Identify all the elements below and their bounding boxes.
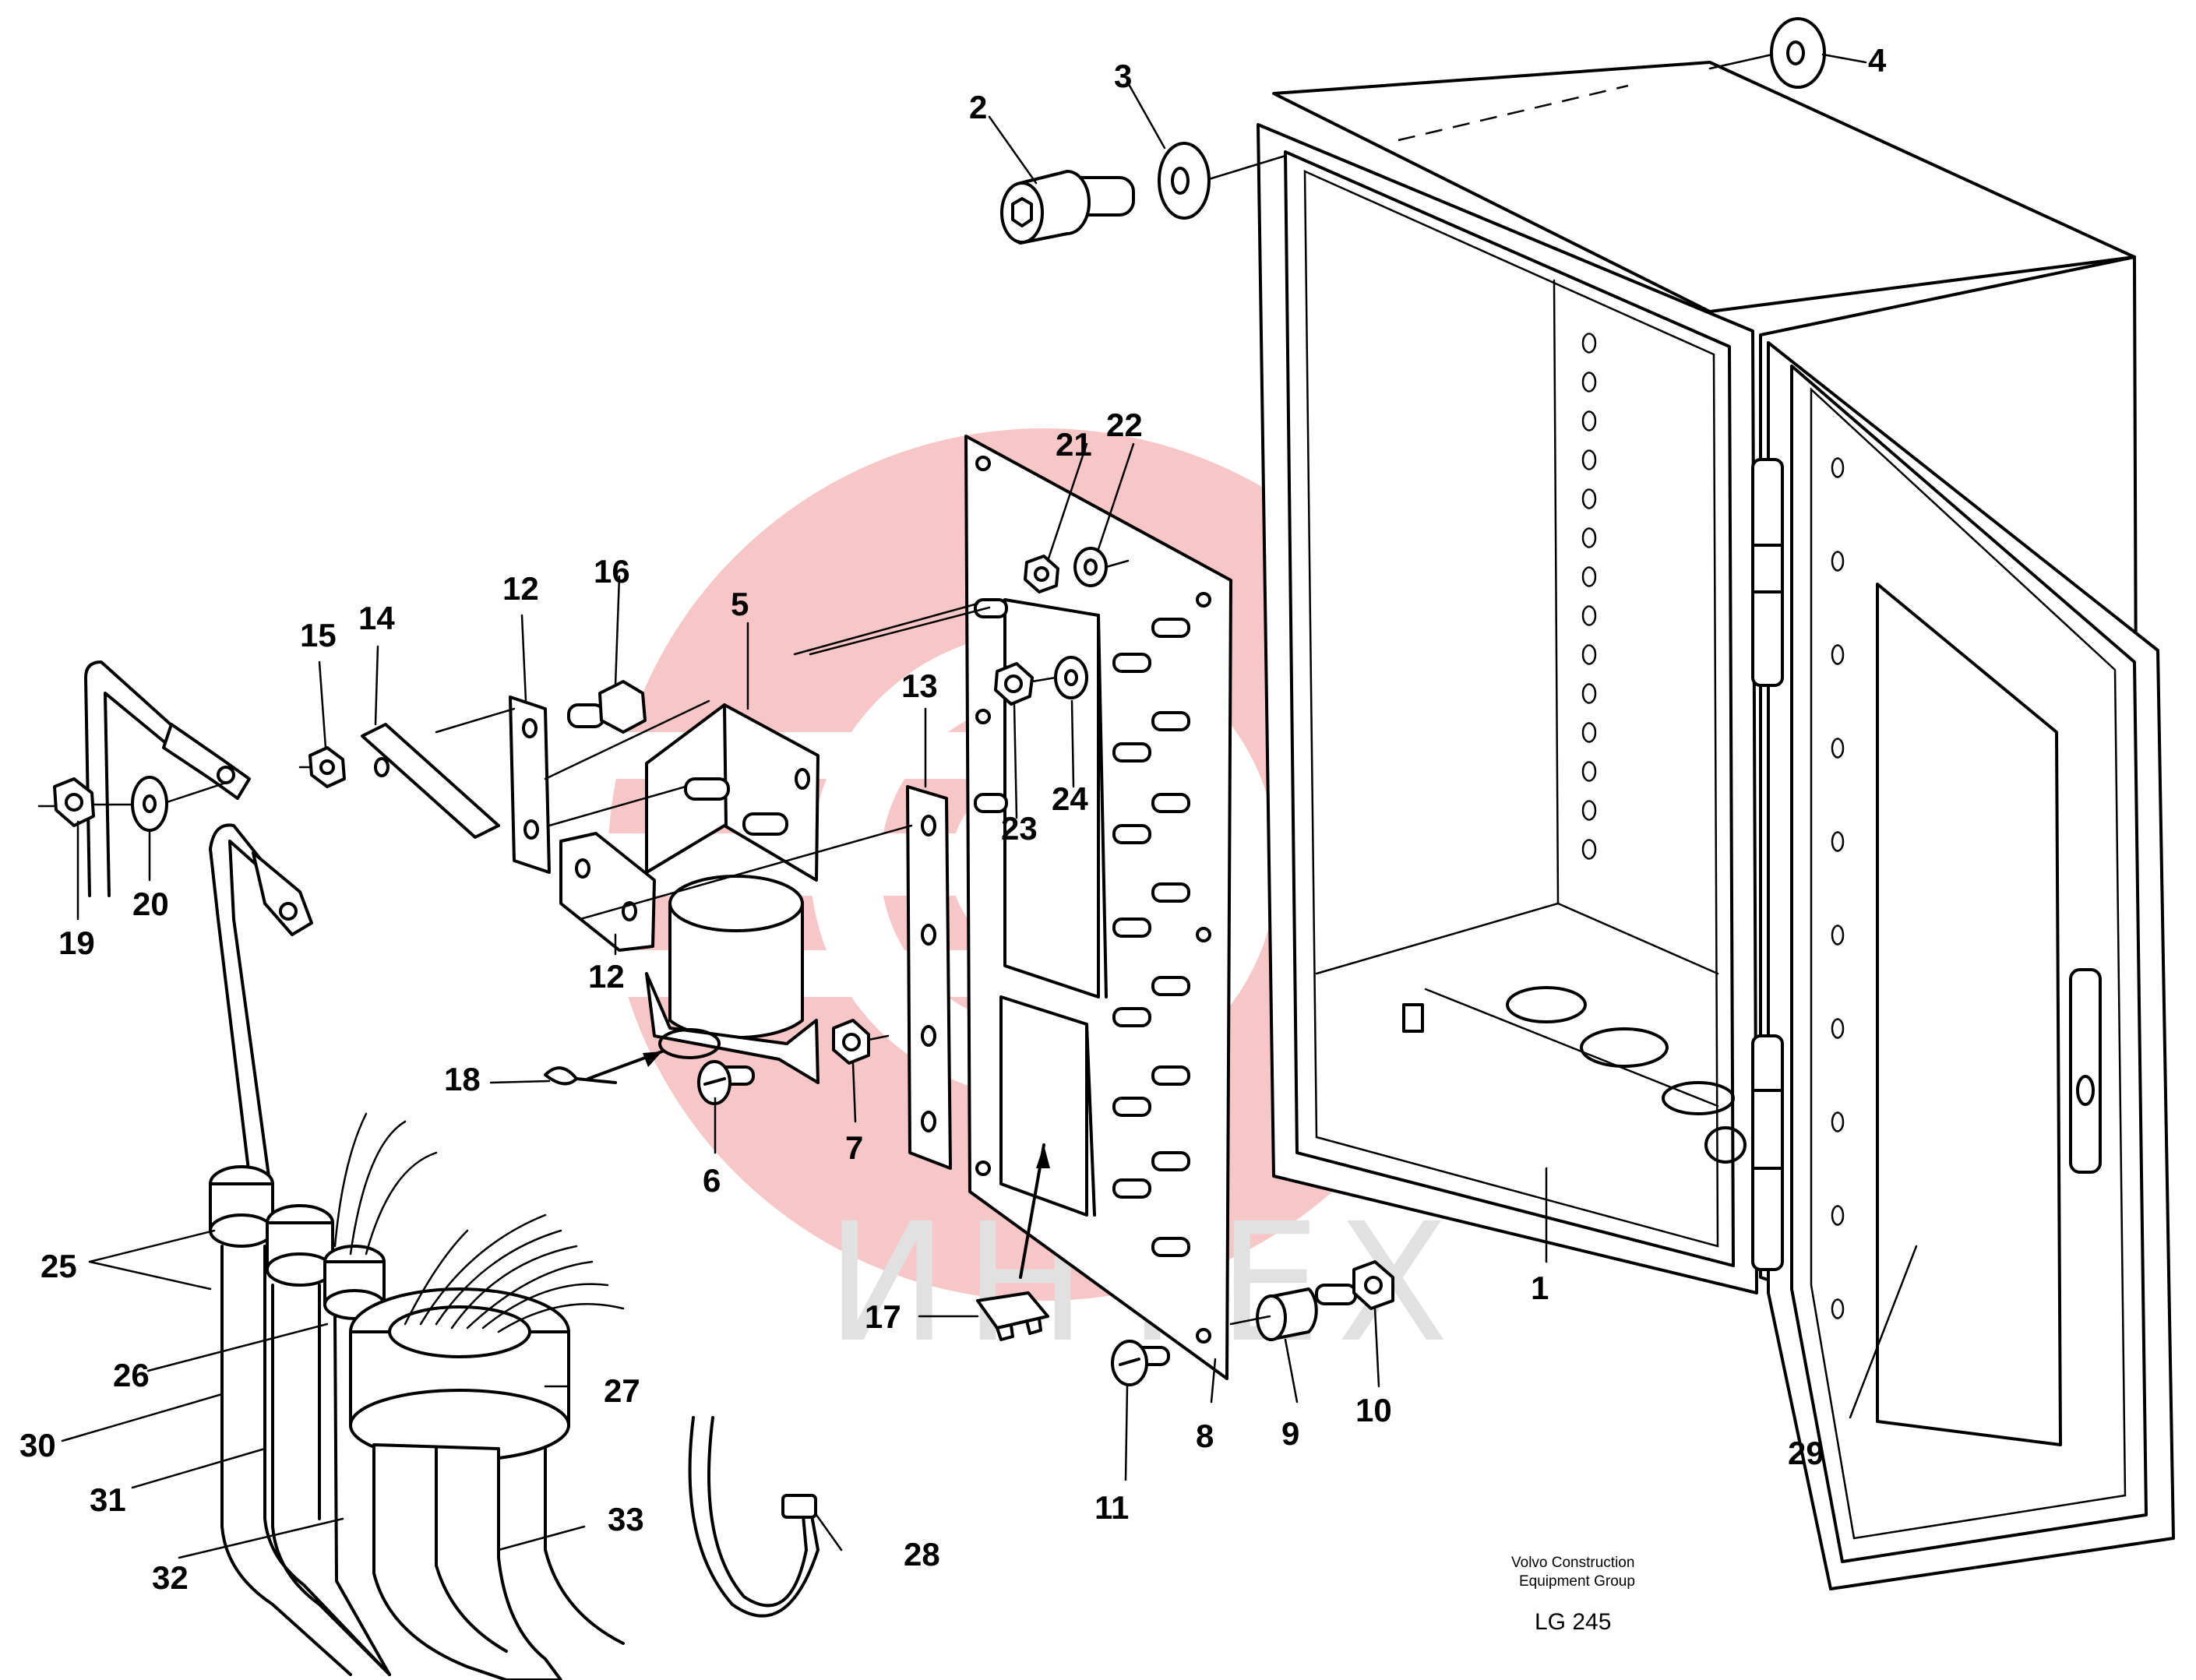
callout-32: 32 (152, 1559, 189, 1596)
callout-10: 10 (1355, 1392, 1392, 1428)
fuse-17-icon (976, 1291, 1049, 1341)
hex-nut-23-icon (994, 662, 1034, 706)
callout-20: 20 (132, 886, 169, 922)
strap-14 (361, 723, 500, 839)
callout-7: 7 (845, 1129, 863, 1166)
washer-4-icon (1770, 17, 1826, 89)
callout-11: 11 (1094, 1489, 1129, 1526)
screw-11-icon (1111, 1340, 1170, 1386)
footer: Volvo Construction Equipment Group LG 24… (1511, 1555, 1635, 1635)
callout-6: 6 (703, 1162, 721, 1199)
hex-nut-7-icon (832, 1019, 870, 1065)
hex-nut-10-icon (1352, 1260, 1394, 1310)
strip-12-upper (509, 696, 551, 874)
callout-3: 3 (1114, 58, 1132, 94)
clip-18-icon (544, 1050, 664, 1086)
spacer-9-icon (1256, 1284, 1357, 1341)
hex-nut-19-icon (53, 777, 95, 827)
callout-24: 24 (1052, 780, 1088, 817)
callout-12-lower: 12 (588, 958, 625, 995)
callout-21: 21 (1056, 426, 1092, 463)
callout-16: 16 (594, 553, 630, 590)
hex-bolt-16-icon (567, 680, 647, 734)
cabinet-door (1751, 341, 2175, 1590)
callout-9: 9 (1281, 1415, 1299, 1452)
callout-4: 4 (1868, 42, 1887, 79)
washer-3-icon (1158, 142, 1211, 220)
callout-31: 31 (90, 1481, 126, 1518)
cable-tie-28-icon (688, 1416, 820, 1618)
hinge-top (1751, 458, 1784, 687)
cable-with-lug-lower (209, 823, 313, 1178)
callout-2: 2 (969, 89, 987, 125)
callout-14: 14 (358, 600, 395, 636)
callout-27: 27 (604, 1372, 640, 1409)
callout-28: 28 (904, 1536, 940, 1573)
callout-29: 29 (1788, 1435, 1824, 1471)
callout-1: 1 (1531, 1270, 1549, 1306)
callout-5: 5 (731, 586, 749, 622)
callout-33: 33 (608, 1501, 644, 1537)
callout-labels: 1 2 3 4 5 6 7 8 9 10 11 12 12 13 14 15 1… (19, 42, 1887, 1596)
footer-company-line2: Equipment Group (1519, 1573, 1635, 1590)
callout-23: 23 (1001, 810, 1038, 847)
footer-company-line1: Volvo Construction (1511, 1555, 1634, 1571)
callout-8: 8 (1196, 1418, 1214, 1454)
hex-nut-21-icon (1024, 555, 1059, 593)
callout-26: 26 (113, 1357, 150, 1393)
hex-nut-15-icon (308, 746, 346, 788)
terminal-screws (1112, 618, 1190, 1257)
callout-25: 25 (41, 1248, 77, 1284)
cable-gland-small-b (266, 1204, 391, 1676)
screw-6-icon (697, 1060, 755, 1105)
hinge-bottom (1751, 1034, 1784, 1271)
strip-12-lower (559, 832, 656, 952)
callout-18: 18 (444, 1061, 481, 1097)
washer-22-icon (1073, 547, 1108, 587)
callout-12-upper: 12 (502, 570, 539, 607)
back-wall-slots (1581, 333, 1597, 860)
callout-13: 13 (901, 667, 938, 704)
loose-wires (333, 1112, 625, 1333)
callout-30: 30 (19, 1427, 56, 1463)
cap-screw-2-icon (1000, 170, 1135, 245)
mounting-plate (964, 435, 1232, 1380)
washer-24-icon (1054, 656, 1088, 699)
callout-22: 22 (1106, 407, 1143, 443)
callout-17: 17 (865, 1298, 901, 1335)
callout-15: 15 (300, 617, 337, 653)
footer-code: LG 245 (1535, 1609, 1611, 1635)
washer-20-icon (131, 776, 168, 832)
callout-19: 19 (58, 925, 95, 961)
cable-with-lug-upper (84, 660, 251, 897)
terminal-strip-13 (906, 785, 952, 1170)
leader-lines (61, 53, 1918, 1559)
cable-gland-large-27 (349, 1287, 625, 1680)
